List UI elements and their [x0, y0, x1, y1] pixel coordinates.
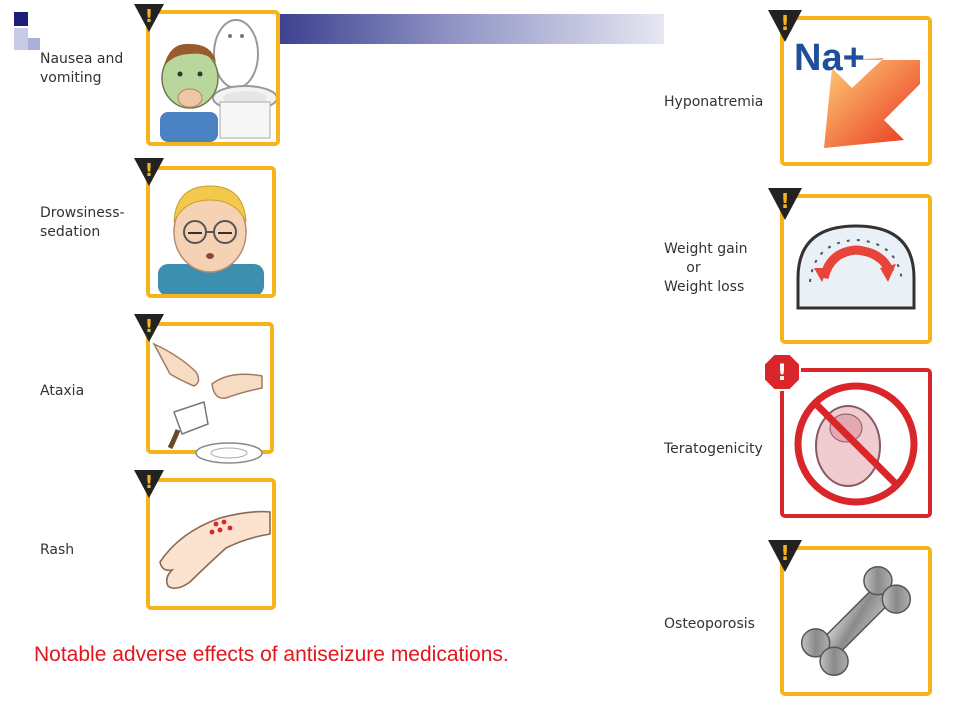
warning-flag-ataxia: ! — [132, 312, 166, 344]
effect-card-teratogenicity — [780, 368, 932, 518]
svg-text:!: ! — [145, 160, 153, 181]
saucer-outline — [194, 440, 264, 466]
effect-card-hyponatremia: Na+ — [780, 16, 932, 166]
effect-label-ataxia: Ataxia — [40, 383, 85, 399]
effect-card-nausea — [146, 10, 280, 146]
svg-text:!: ! — [780, 541, 789, 565]
ataxia-hands-icon — [152, 342, 263, 450]
effect-label-teratogenicity: Teratogenicity — [664, 441, 763, 457]
effect-label-osteoporosis: Osteoporosis — [664, 616, 755, 632]
warning-flag-rash: ! — [132, 468, 166, 500]
slide-caption: Notable adverse effects of antiseizure m… — [34, 643, 509, 666]
drowsy-face-icon — [158, 185, 264, 294]
effect-label-hyponatremia: Hyponatremia — [664, 94, 764, 110]
effect-label-nausea: Nausea and vomiting — [40, 51, 124, 86]
svg-text:!: ! — [780, 189, 789, 213]
effect-card-ataxia — [146, 322, 274, 454]
effect-card-weight — [780, 194, 932, 344]
warning-flag-weight: ! — [766, 186, 804, 222]
svg-text:!: ! — [777, 361, 787, 386]
warning-flag-osteoporosis: ! — [766, 538, 804, 574]
nausea-icon — [160, 19, 276, 142]
effect-label-rash: Rash — [40, 542, 75, 558]
rash-hand-icon — [159, 510, 271, 590]
effect-card-rash — [146, 478, 276, 610]
corner-square-light-1 — [14, 28, 28, 50]
svg-text:!: ! — [780, 11, 789, 35]
svg-text:!: ! — [145, 316, 153, 337]
warning-octagon-teratogenicity: ! — [762, 352, 802, 392]
svg-text:!: ! — [145, 6, 153, 27]
effect-card-osteoporosis — [780, 546, 932, 696]
corner-square-light-2 — [28, 38, 40, 50]
sodium-symbol: Na+ — [794, 37, 865, 79]
warning-flag-nausea: ! — [132, 2, 166, 34]
header-gradient-bar — [276, 14, 664, 44]
effect-label-drowsiness: Drowsiness- sedation — [40, 205, 125, 240]
effect-card-drowsiness — [146, 166, 276, 298]
scale-gauge-icon — [796, 224, 916, 310]
svg-text:!: ! — [145, 472, 153, 493]
effect-label-weight: Weight gain or Weight loss — [664, 241, 748, 295]
warning-flag-drowsiness: ! — [132, 156, 166, 188]
bone-icon — [800, 565, 912, 677]
corner-square-dark — [14, 12, 28, 26]
no-fetus-icon — [794, 382, 918, 506]
warning-flag-hyponatremia: ! — [766, 8, 804, 44]
sodium-down-icon: Na+ — [794, 37, 920, 148]
